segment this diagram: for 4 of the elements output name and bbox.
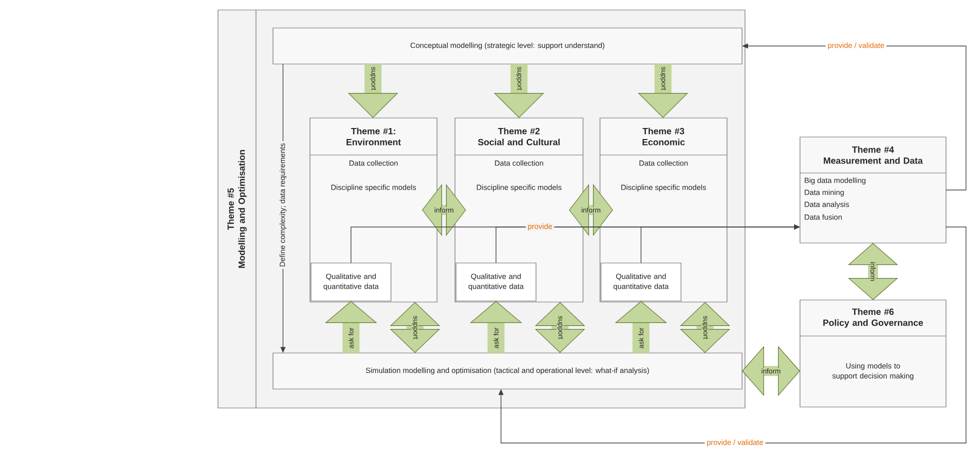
- double-block-arrow: [569, 184, 613, 236]
- connector-arrow: [498, 226, 966, 444]
- double-block-arrow: [422, 184, 466, 236]
- double-block-arrow: [848, 243, 898, 300]
